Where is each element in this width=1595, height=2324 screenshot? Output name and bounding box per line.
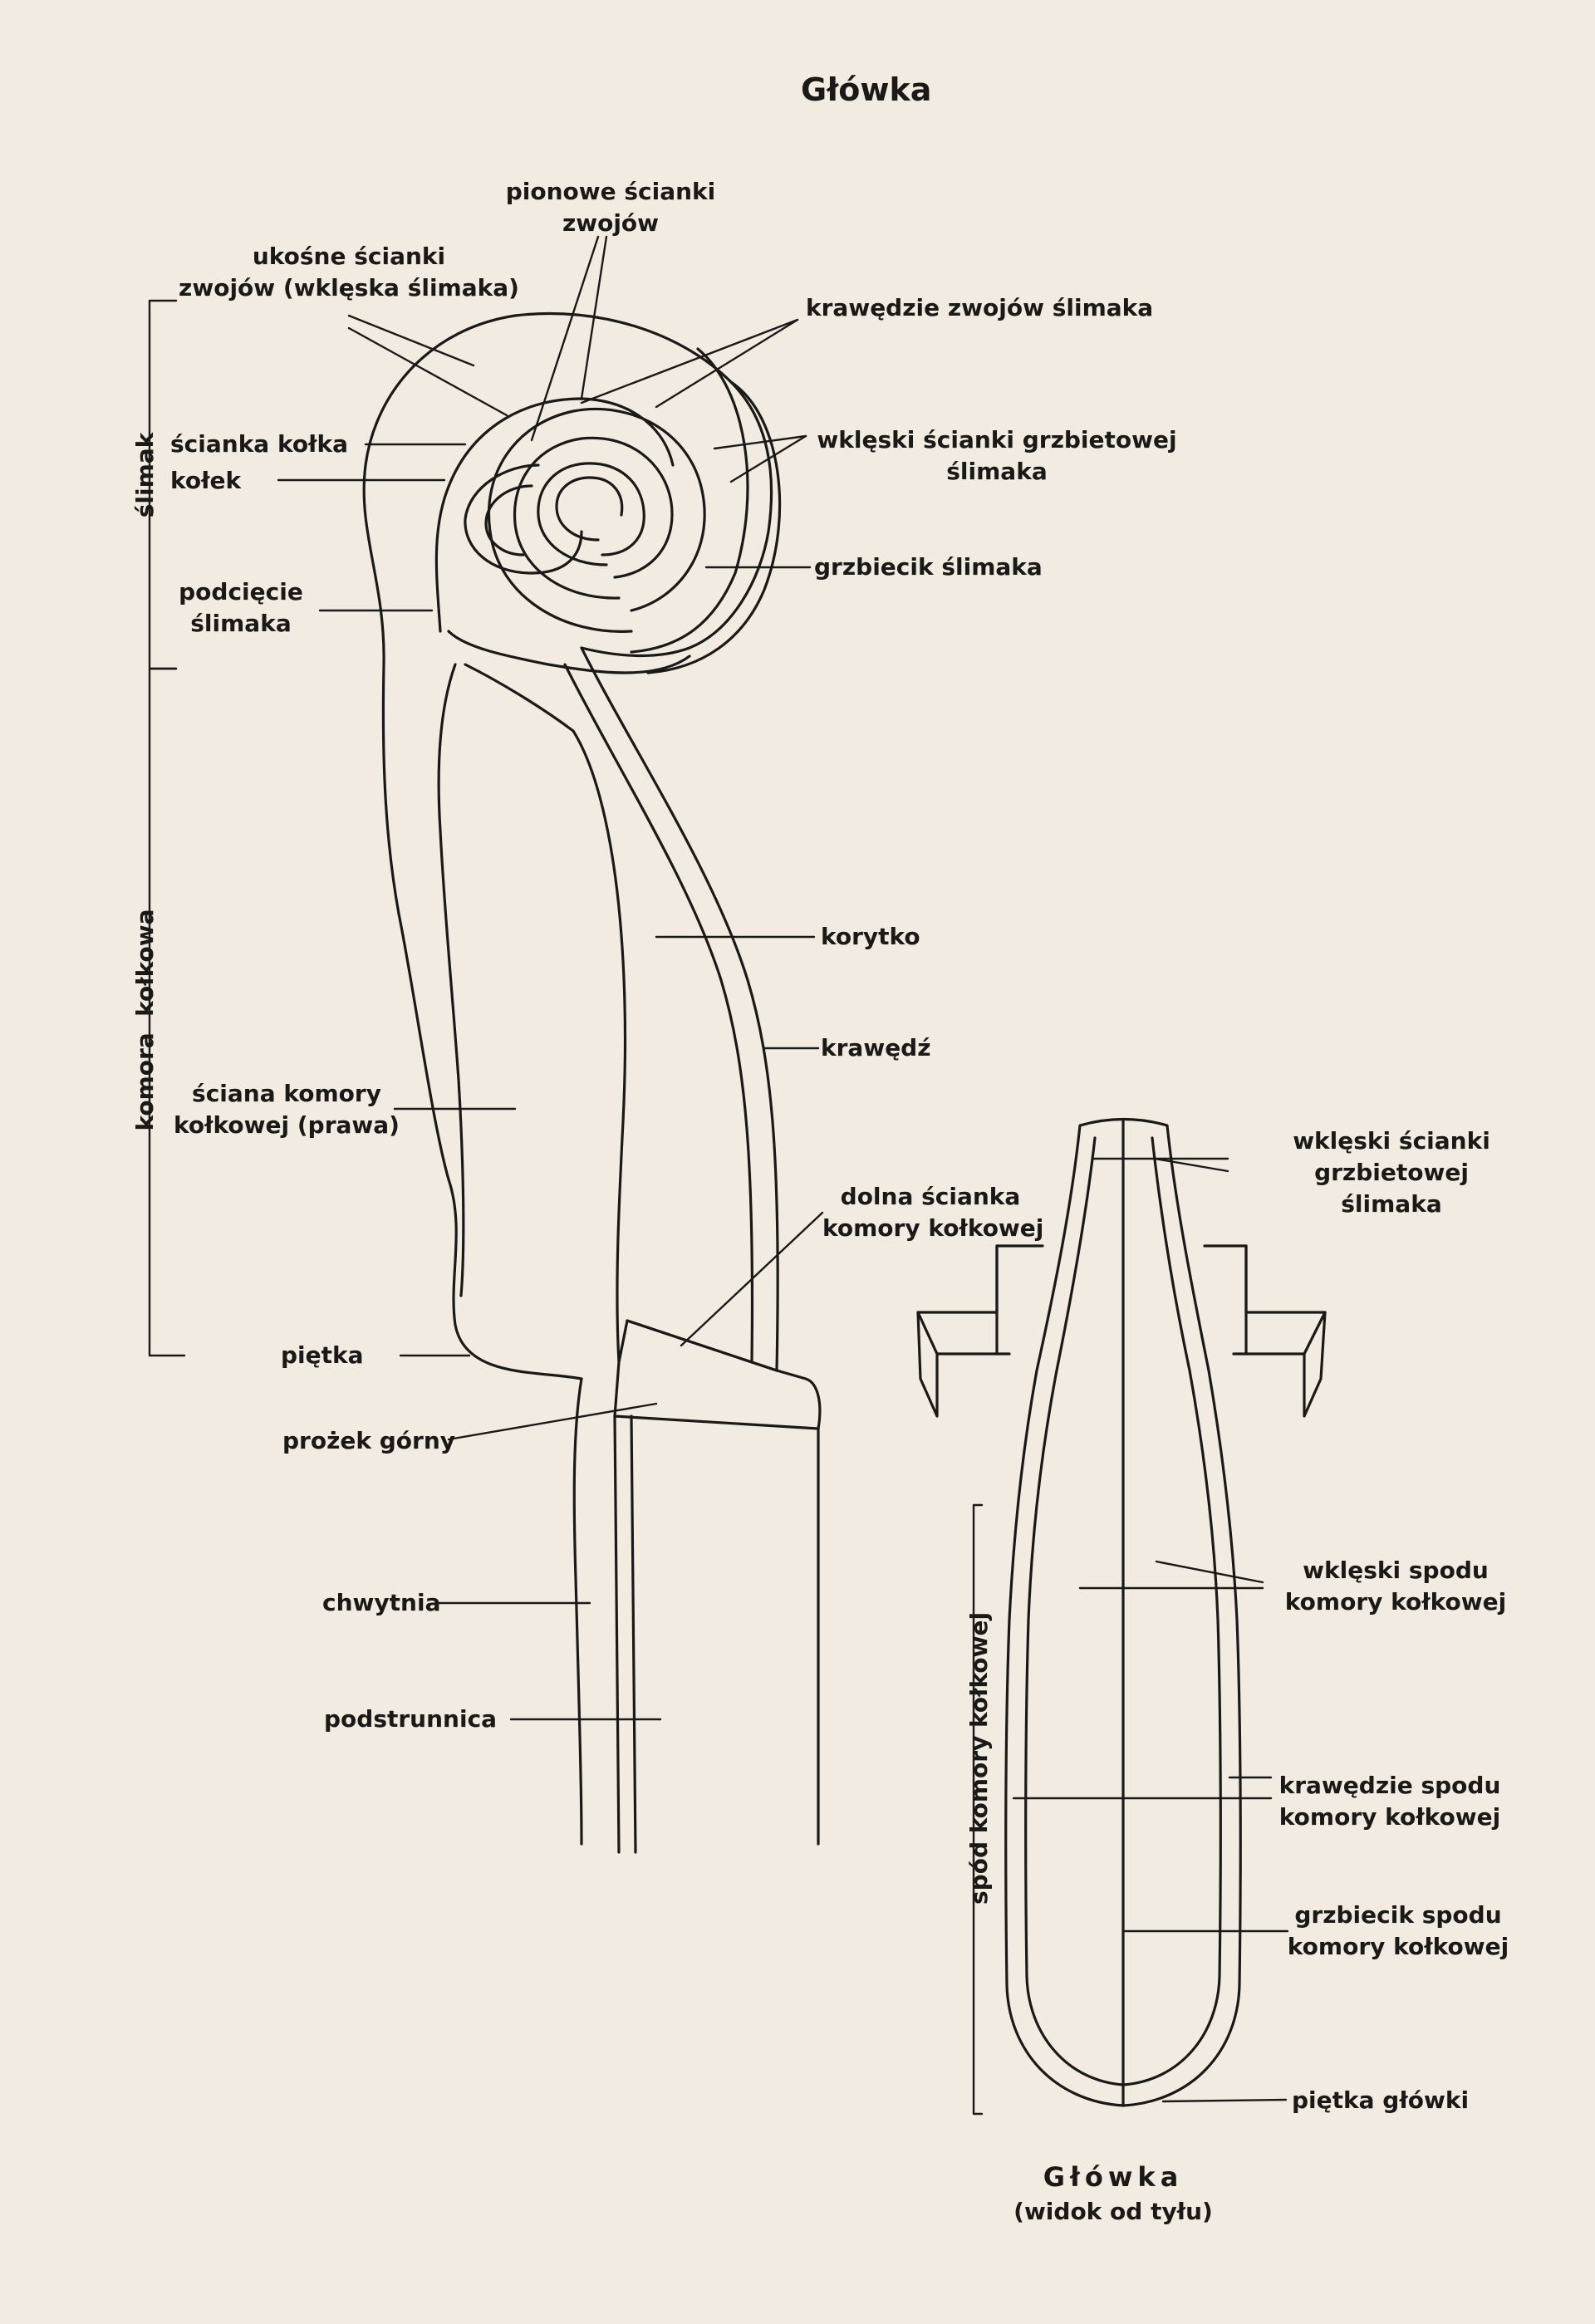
label-back-krawedzie-spodu: krawędzie spodu komory kołkowej [1278, 1770, 1502, 1833]
fingerboard-line [631, 1416, 636, 1852]
leader-back-pietka [1163, 2100, 1286, 2101]
label-podstrunnica: podstrunnica [324, 1704, 497, 1735]
leader-lines [278, 237, 1288, 2101]
diagram-title: Główka [801, 71, 931, 108]
leader-back-wkleski-2 [1155, 1159, 1228, 1171]
label-krawedzie-zwojow: krawędzie zwojów ślimaka [806, 292, 1153, 324]
label-wkleski-grzbietowej: wklęski ścianki grzbietowej ślimaka [814, 424, 1180, 488]
back-view-peg-left-inner [918, 1312, 937, 1354]
label-back-grzbiecik-spodu: grzbiecik spodu komory kołkowej [1286, 1900, 1510, 1963]
scroll-lower-edge [449, 631, 690, 673]
leader-prozek [449, 1404, 656, 1439]
pegbox-front-edge-outer [582, 648, 778, 1370]
leader-krawedzie-2 [656, 320, 798, 407]
bracket-label-komora: komora kołkowa [132, 904, 159, 1136]
bracket-label-slimak: ślimak [132, 425, 159, 525]
label-pionowe-scianki: pionowe ścianki zwojów [486, 176, 735, 239]
leader-ukosne-2 [349, 328, 507, 415]
back-view-peg-left [918, 1246, 1043, 1416]
leader-back-spodu-2 [1156, 1562, 1263, 1582]
label-dolna-scianka: dolna ścianka komory kołkowej [822, 1181, 1038, 1244]
label-back-pietka-glowki: piętka główki [1292, 2085, 1469, 2116]
label-grzbiecik: grzbiecik ślimaka [814, 552, 1043, 583]
leader-wkleski-1 [714, 436, 806, 449]
label-korytko: korytko [821, 921, 920, 953]
label-kolek: kołek [170, 465, 241, 497]
pegbox-side-inner [439, 664, 464, 1296]
pegbox-inner-contour [436, 399, 673, 631]
label-ukosne-scianki: ukośne ścianki zwojów (wklęska ślimaka) [174, 241, 523, 304]
neck-back-line [574, 1379, 582, 1844]
bracket-label-spod: spód komory kołkowej [966, 1630, 993, 1905]
nut-top [627, 1321, 777, 1370]
leader-krawedzie-1 [582, 320, 798, 403]
label-chwytnia: chwytnia [322, 1587, 440, 1619]
label-back-wkleski-spodu: wklęski spodu komory kołkowej [1283, 1555, 1508, 1618]
neck-line-2 [615, 1416, 619, 1852]
back-view-peg-right [1205, 1246, 1325, 1416]
label-sciana-komory: ściana komory kołkowej (prawa) [170, 1078, 403, 1141]
scroll-eye-outer [557, 478, 622, 540]
pegbox-front-edge-inner [565, 664, 753, 1362]
pegbox-outer-contour [364, 314, 771, 1379]
label-scianka-kolka: ścianka kołka [170, 429, 348, 460]
caption-title: Główka [980, 2160, 1246, 2194]
pegbox-wall-line [465, 664, 626, 1362]
nut-block [615, 1321, 820, 1429]
label-krawedz: krawędź [821, 1032, 931, 1064]
label-pietka: piętka [281, 1340, 364, 1371]
label-prozek: prożek górny [282, 1425, 455, 1457]
caption-subtitle: (widok od tyłu) [980, 2194, 1246, 2229]
label-back-wkleski-grzbietowej: wklęski ścianki grzbietowej ślimaka [1279, 1125, 1504, 1220]
scroll-eye-peg [465, 465, 582, 573]
leader-ukosne-1 [349, 316, 474, 365]
leader-wkleski-2 [731, 436, 806, 482]
scroll-side-view [364, 314, 820, 1852]
scroll-back-edge-2 [631, 349, 748, 652]
label-podciecie: podcięcie ślimaka [162, 576, 320, 640]
